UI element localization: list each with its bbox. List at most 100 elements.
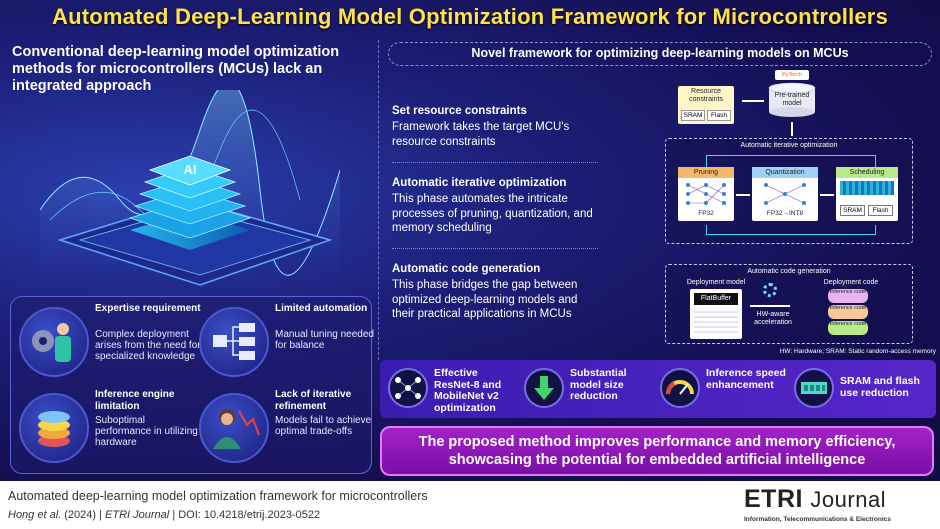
citation: Hong et al. (2024) | ETRI Journal | DOI:…: [8, 509, 320, 521]
resource-constraints-box: Resource constraints SRAM Flash: [678, 86, 734, 124]
binary-content: [694, 311, 738, 333]
pruning-label: Pruning: [678, 167, 734, 178]
gear-icon: [763, 283, 777, 297]
flatbuffer-label: FlatBuffer: [694, 293, 738, 305]
gear-person-icon: [19, 307, 89, 377]
inference-code-block: Inference code: [828, 305, 868, 319]
chip-label: AI: [184, 162, 197, 177]
arrow-right: [736, 194, 750, 196]
pruning-box: Pruning FP32: [678, 167, 734, 221]
step-title: Set resource constraints: [392, 105, 527, 117]
flatbuffer-box: FlatBuffer: [690, 289, 742, 339]
pruning-caption: FP32: [698, 210, 714, 217]
citation-doi: | DOI: 10.4218/etrij.2023-0522: [172, 509, 321, 521]
citation-authors: Hong et al.: [8, 509, 62, 521]
step-desc: This phase automates the intricate proce…: [392, 193, 593, 234]
ai-chip-illustration: AI: [39, 81, 341, 290]
arrow-right: [750, 305, 790, 307]
quant-from: FP32: [766, 210, 783, 217]
inference-code-block: Inference code: [828, 289, 868, 303]
flash-tag: Flash: [707, 110, 731, 121]
benefit-item: Inference speed enhancement: [660, 360, 790, 418]
schedule-bar: [840, 181, 894, 195]
loop-arrow-bottom: [706, 225, 876, 235]
benefit-text: Effective ResNet-8 and MobileNet v2 opti…: [434, 367, 502, 414]
benefit-item: SRAM and flash use reduction: [794, 360, 932, 418]
scheduling-label: Scheduling: [836, 167, 898, 178]
step-resource-constraints: Set resource constraints Framework takes…: [392, 104, 602, 149]
challenge-desc: Models fail to achieve optimal trade-off…: [275, 415, 372, 437]
logo-tagline: Information, Telecommunications & Electr…: [744, 516, 891, 523]
challenge-desc: Complex deployment arises from the need …: [95, 329, 201, 362]
challenge-automation: Limited automation Manual tuning needed …: [199, 303, 379, 388]
challenges-panel: Expertise requirement Complex deployment…: [10, 296, 374, 474]
deployment-model-label: Deployment model: [686, 279, 746, 286]
step-iterative-optimization: Automatic iterative optimization This ph…: [392, 176, 602, 236]
problem-statement: Conventional deep-learning model optimiz…: [12, 44, 340, 94]
quantization-label: Quantization: [752, 167, 818, 178]
memory-chip-icon: [794, 368, 834, 408]
quant-to: INT8: [788, 210, 804, 217]
loop-arrow-top: [706, 155, 876, 169]
hw-aware-label: HW-aware acceleration: [754, 311, 792, 326]
resource-constraints-label: Resource constraints: [689, 88, 723, 103]
conclusion-banner: The proposed method improves performance…: [380, 426, 934, 476]
database-stack-icon: [19, 393, 89, 463]
challenge-iterative-refinement: Lack of iterative refinement Models fail…: [199, 389, 379, 474]
benefit-item: Effective ResNet-8 and MobileNet v2 opti…: [388, 360, 518, 418]
arrow-down: [791, 122, 793, 136]
footer-title: Automated deep-learning model optimizati…: [8, 489, 428, 503]
benefit-text: Substantial model size reduction: [570, 367, 627, 402]
network-icon: [764, 183, 806, 205]
challenge-title: Limited automation: [275, 303, 368, 314]
etri-journal-logo: ETRI Journal Information, Telecommunicat…: [744, 485, 934, 525]
step-desc: Framework takes the target MCU's resourc…: [392, 121, 570, 148]
logo-etri: ETRI: [744, 485, 803, 513]
diagram-title: Automatic iterative optimization: [740, 142, 838, 149]
arrow-right: [820, 194, 834, 196]
logo-journal: Journal: [810, 487, 887, 512]
abbreviation-footnote: HW: Hardware; SRAM: Static random-access…: [779, 348, 936, 355]
code-generation-diagram: Automatic code generation Deployment mod…: [665, 264, 913, 344]
quantization-box: Quantization FP32→INT8: [752, 167, 818, 221]
step-desc: This phase bridges the gap between optim…: [392, 279, 578, 320]
benefit-text: SRAM and flash use reduction: [840, 375, 920, 399]
network-icon: [686, 183, 726, 205]
challenge-title: Inference engine limitation: [95, 389, 175, 412]
step-code-generation: Automatic code generation This phase bri…: [392, 262, 602, 322]
framework-header: Novel framework for optimizing deep-lear…: [388, 42, 932, 66]
pytorch-tag: PyTorch: [775, 70, 809, 80]
quantization-caption: FP32→INT8: [766, 210, 804, 217]
iterative-optimization-diagram: Automatic iterative optimization Pruning…: [665, 138, 913, 244]
challenge-title: Expertise requirement: [95, 303, 201, 314]
person-chart-icon: [199, 393, 269, 463]
step-divider: [392, 248, 598, 249]
sram-tag: SRAM: [681, 110, 705, 121]
benefits-strip: Effective ResNet-8 and MobileNet v2 opti…: [380, 360, 936, 418]
citation-journal: ETRI Journal: [105, 509, 170, 521]
step-title: Automatic code generation: [392, 263, 541, 275]
neural-network-icon: [388, 368, 428, 408]
infographic-poster: Automated Deep-Learning Model Optimizati…: [0, 0, 940, 481]
flowchart-icon: [199, 307, 269, 377]
step-divider: [392, 162, 598, 163]
benefit-item: Substantial model size reduction: [524, 360, 654, 418]
challenge-title: Lack of iterative refinement: [275, 389, 352, 412]
benefit-text: Inference speed enhancement: [706, 367, 786, 391]
citation-year: (2024) |: [64, 509, 102, 521]
deployment-code-label: Deployment code: [823, 279, 879, 286]
scheduling-box: Scheduling SRAM Flash: [836, 167, 898, 221]
logo-wordmark: ETRI Journal: [744, 485, 886, 514]
challenge-inference-engine: Inference engine limitation Suboptimal p…: [19, 389, 199, 474]
speedometer-icon: [660, 368, 700, 408]
pretrained-label: Pre-trained model: [774, 92, 810, 107]
challenge-desc: Manual tuning needed for balance: [275, 329, 374, 351]
down-arrow-icon: [524, 368, 564, 408]
inference-code-block: Inference code: [828, 321, 868, 335]
pretrained-model-cylinder: Pre-trained model: [767, 82, 817, 118]
flash-tag: Flash: [868, 205, 893, 216]
arrow-right: [742, 100, 764, 102]
step-title: Automatic iterative optimization: [392, 177, 567, 189]
page-title: Automated Deep-Learning Model Optimizati…: [51, 4, 889, 29]
column-divider: [378, 40, 379, 360]
